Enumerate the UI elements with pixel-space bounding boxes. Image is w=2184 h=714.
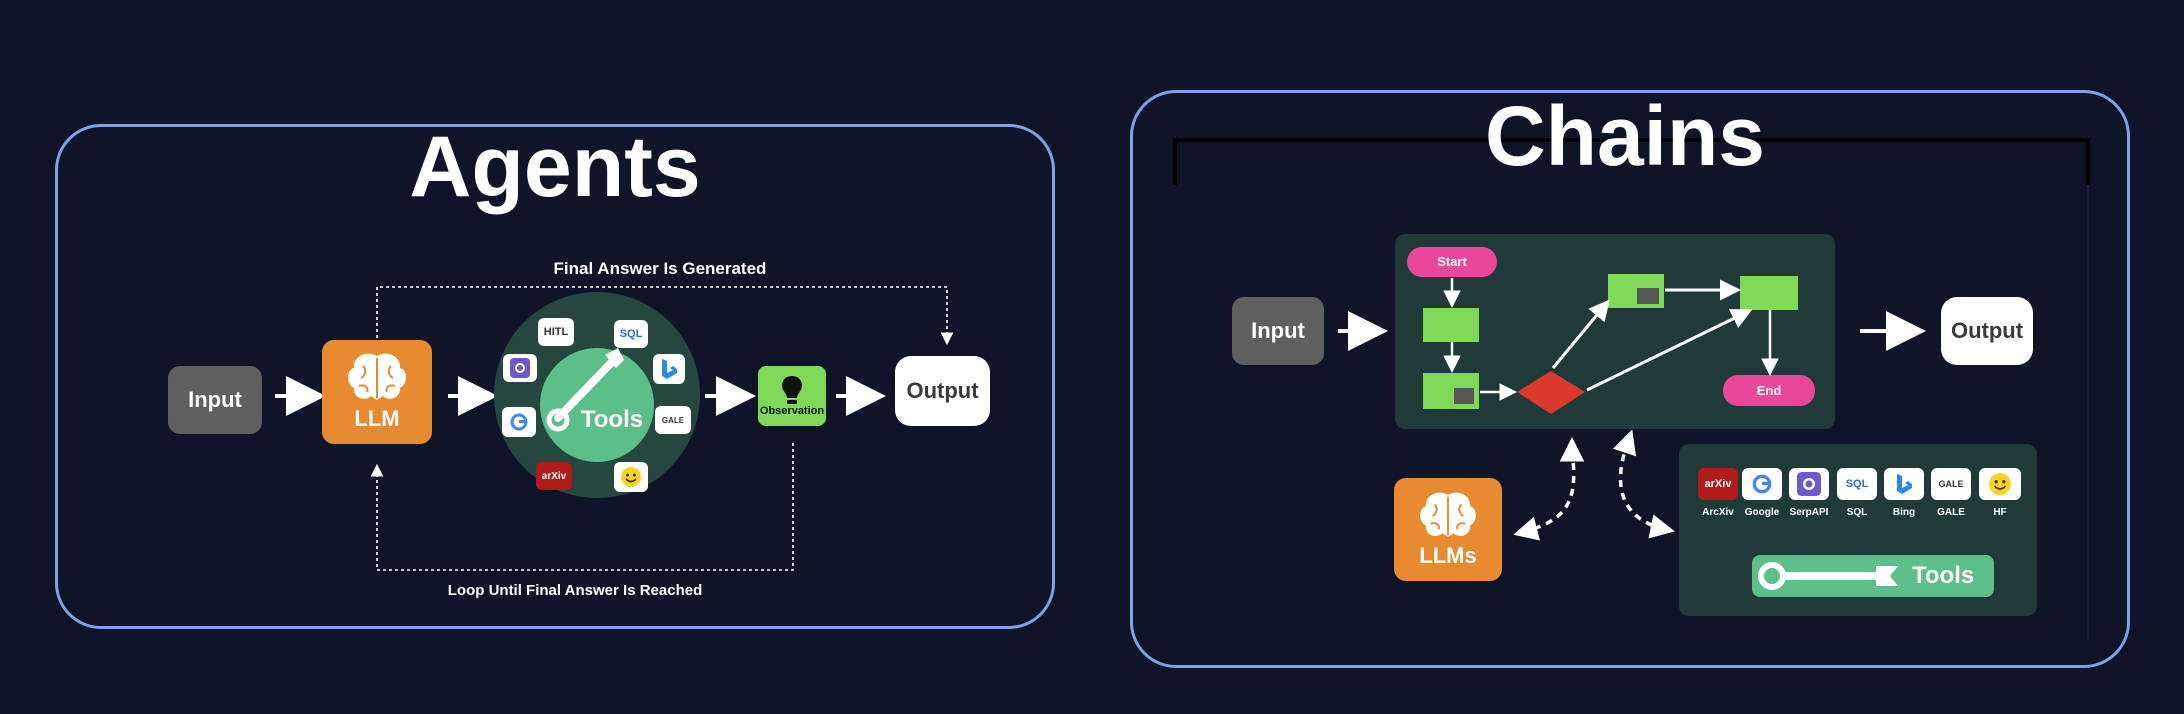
arxiv-chip: arXiv xyxy=(536,462,572,490)
agents-panel xyxy=(55,124,1055,629)
flow-step-4 xyxy=(1740,276,1798,310)
sql-chip: SQL xyxy=(614,320,648,348)
agents-output-box: Output xyxy=(895,356,990,426)
llms-box: LLMs xyxy=(1394,478,1502,581)
serpapi-icon xyxy=(503,354,537,382)
chains-tools-badge: Tools xyxy=(1752,555,1994,597)
observation-box: Observation xyxy=(758,366,826,426)
gale-icon: GALE xyxy=(1931,468,1971,500)
flow-start xyxy=(1407,247,1497,277)
google-icon xyxy=(502,407,536,437)
chains-tools-label: Tools xyxy=(1912,562,1975,589)
huggingface-icon xyxy=(1979,468,2021,500)
lightbulb-icon xyxy=(782,376,802,404)
final-answer-label: Final Answer Is Generated xyxy=(553,259,767,278)
brain-icon xyxy=(348,353,406,400)
tool-label-arxiv: ArcXiv xyxy=(1702,507,1734,518)
tool-label-hf: HF xyxy=(1993,507,2007,518)
chains-panel xyxy=(1130,90,2130,668)
top-loop xyxy=(376,286,954,346)
chains-title: Chains xyxy=(1484,89,1766,183)
gale-chip: GALE xyxy=(655,406,691,434)
google-icon xyxy=(1742,468,1782,500)
flow-start-label: Start xyxy=(1437,254,1467,269)
tool-label-sql: SQL xyxy=(1846,507,1868,518)
observation-label: Observation xyxy=(759,405,825,417)
tool-label-google: Google xyxy=(1744,507,1780,518)
dashed-llm-link xyxy=(1513,449,1576,541)
flow-step-1 xyxy=(1423,308,1479,342)
dashed-tools-link xyxy=(1618,441,1675,539)
llm-box: LLM xyxy=(322,340,432,444)
flow-end-label: End xyxy=(1756,383,1782,398)
tool-label-bing: Bing xyxy=(1892,507,1916,518)
loop-label: Loop Until Final Answer Is Reached xyxy=(447,582,703,599)
agents-title: Agents xyxy=(409,119,701,215)
sql-icon: SQL xyxy=(1837,468,1877,500)
flow-decision xyxy=(1517,371,1585,414)
serpapi-icon xyxy=(1789,468,1829,500)
flow-end xyxy=(1723,375,1815,406)
arxiv-icon: arXiv xyxy=(1698,468,1738,500)
tool-label-serpapi: SerpAPI xyxy=(1789,507,1829,518)
wrench-icon xyxy=(1758,562,1898,590)
huggingface-icon xyxy=(614,462,648,492)
bing-icon xyxy=(1884,468,1924,500)
bing-icon xyxy=(653,354,685,384)
brain-icon xyxy=(1420,492,1476,537)
agents-tools-label: Tools xyxy=(580,406,644,433)
chains-input-box: Input xyxy=(1232,297,1324,365)
llms-label: LLMs xyxy=(1419,542,1477,568)
chains-output-box: Output xyxy=(1941,297,2033,365)
llm-label: LLM xyxy=(354,406,400,431)
bottom-loop xyxy=(370,443,794,571)
tool-label-gale: GALE xyxy=(1937,507,1965,518)
agents-input-box: Input xyxy=(168,366,262,434)
hitl-chip: HITL xyxy=(538,318,574,346)
wrench-icon xyxy=(546,348,624,432)
